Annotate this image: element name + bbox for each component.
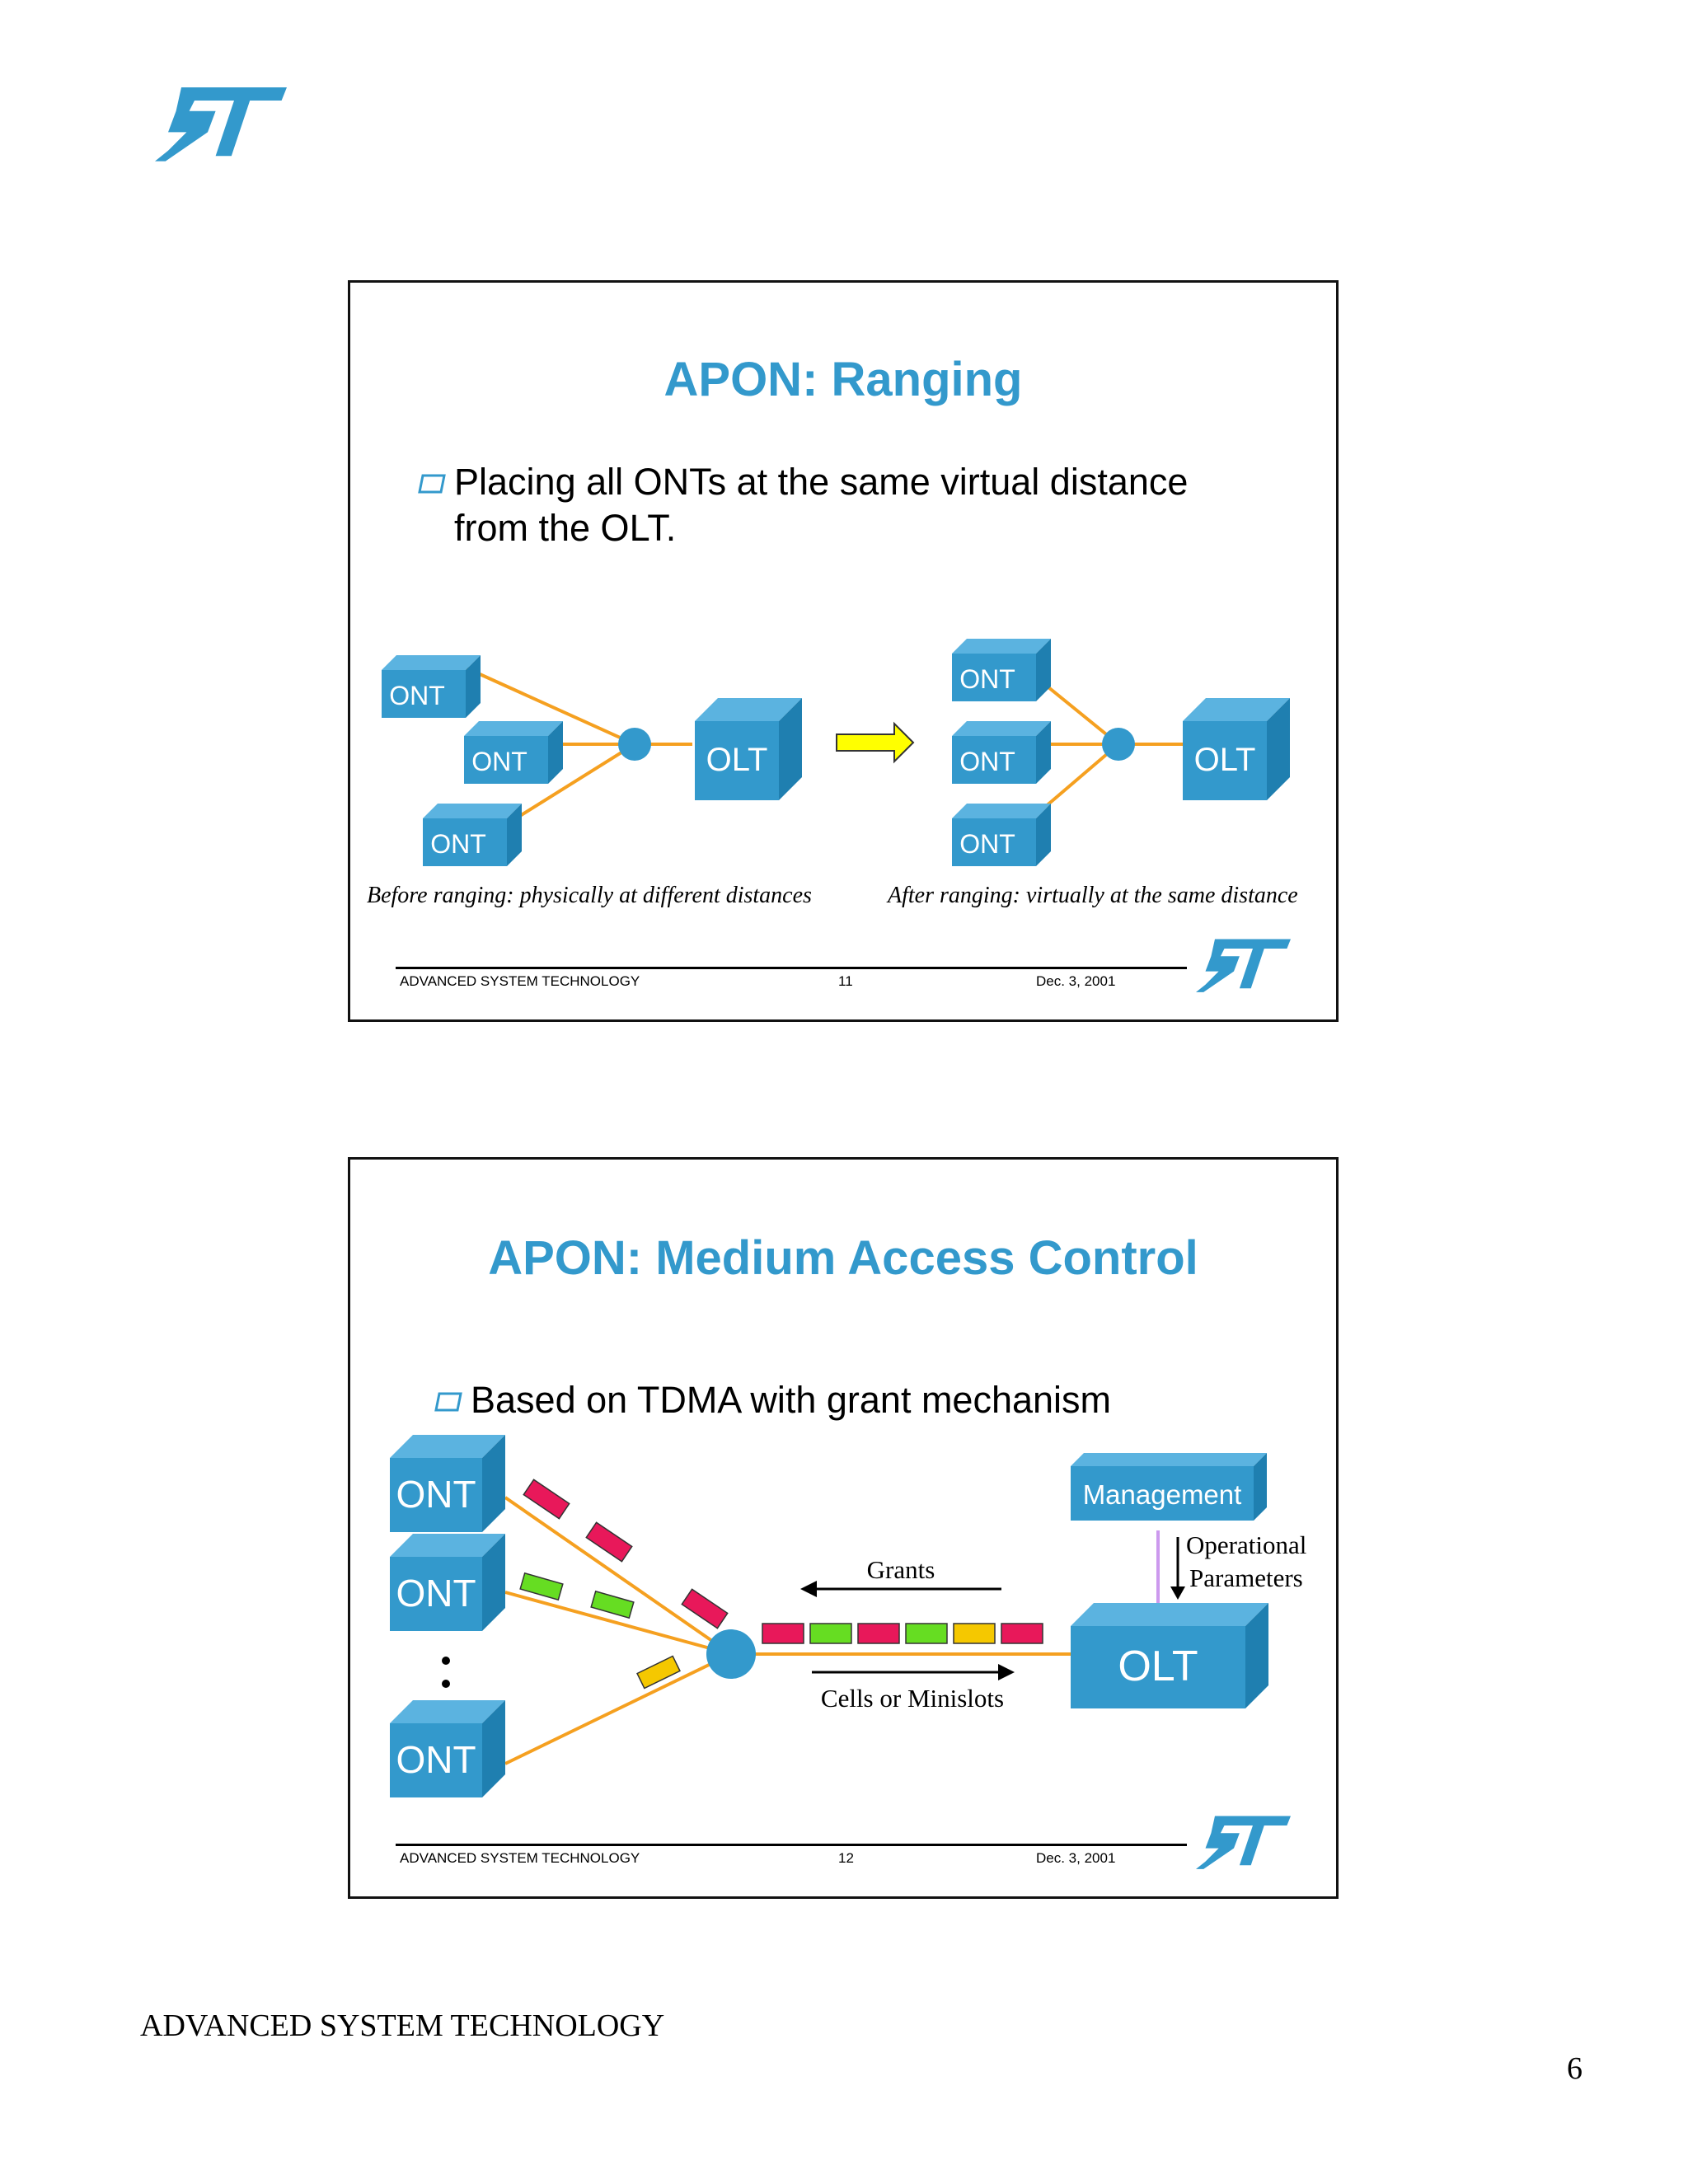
bullet-icon — [434, 1392, 462, 1412]
splitter-node — [1102, 728, 1135, 761]
yellow-arrow-icon — [836, 721, 915, 764]
ont-box: ONT — [952, 721, 1051, 784]
svg-text:ONT: ONT — [396, 1473, 476, 1516]
trunk-cell — [905, 1623, 948, 1644]
ont-box: ONT — [390, 1700, 505, 1797]
trunk-cell — [762, 1623, 804, 1644]
trunk-cell — [857, 1623, 900, 1644]
svg-text:ONT: ONT — [471, 747, 528, 776]
caption-before: Before ranging: physically at different … — [367, 883, 812, 908]
splitter-node — [706, 1629, 756, 1679]
operational-arrow-icon — [1170, 1537, 1185, 1600]
ranging-diagram: ONT ONT ONT OLT ONT — [382, 639, 1290, 866]
olt-box: OLT — [1071, 1603, 1268, 1708]
slide-mac: APON: Medium Access Control Based on TDM… — [348, 1157, 1339, 1899]
svg-text:ONT: ONT — [430, 829, 486, 859]
upstream-cell — [681, 1588, 729, 1629]
footer-date: Dec. 3, 2001 — [1036, 973, 1116, 989]
ont-box: ONT — [464, 721, 563, 784]
svg-text:OLT: OLT — [706, 742, 768, 778]
bullet-text: Based on TDMA with grant mechanism — [471, 1379, 1112, 1421]
svg-text:ONT: ONT — [396, 1572, 476, 1615]
svg-text:OLT: OLT — [1194, 742, 1256, 778]
svg-text:Operational: Operational — [1186, 1530, 1306, 1559]
svg-text:ONT: ONT — [959, 664, 1015, 694]
cells-arrow-icon — [812, 1664, 1015, 1680]
slide-ranging: APON: Ranging Placing all ONTs at the sa… — [348, 280, 1339, 1022]
page-footer: ADVANCED SYSTEM TECHNOLOGY — [140, 2008, 665, 2043]
slide-title: APON: Ranging — [663, 353, 1023, 406]
bullet-text: Placing all ONTs at the same virtual dis… — [454, 461, 1189, 549]
upstream-cell — [590, 1590, 635, 1619]
caption-after: After ranging: virtually at the same dis… — [888, 883, 1298, 908]
footer-org: ADVANCED SYSTEM TECHNOLOGY — [400, 973, 640, 989]
svg-text:ONT: ONT — [396, 1738, 476, 1781]
svg-text:ONT: ONT — [959, 747, 1015, 776]
mac-diagram: ONT ONT ONT — [390, 1435, 1306, 1797]
splitter-node — [618, 728, 651, 761]
ont-box: ONT — [382, 655, 481, 718]
upstream-cell — [636, 1655, 681, 1690]
upstream-cell — [585, 1521, 633, 1563]
ont-box: ONT — [390, 1435, 505, 1532]
svg-text:Cells or Minislots: Cells or Minislots — [821, 1684, 1004, 1713]
ont-box: ONT — [952, 804, 1051, 866]
trunk-cell — [1001, 1623, 1043, 1644]
svg-text:Management: Management — [1083, 1479, 1242, 1510]
trunk-cell — [809, 1623, 852, 1644]
st-logo-icon — [1196, 1815, 1291, 1874]
svg-text:Grants: Grants — [867, 1555, 935, 1584]
upstream-cell — [519, 1572, 564, 1601]
svg-text:OLT: OLT — [1118, 1643, 1198, 1690]
management-box: Management — [1071, 1453, 1267, 1521]
trunk-cell — [953, 1623, 996, 1644]
upstream-cell — [523, 1479, 570, 1520]
page-number: 6 — [1567, 2051, 1582, 2086]
ont-box: ONT — [423, 804, 522, 866]
svg-text:Parameters: Parameters — [1189, 1563, 1303, 1592]
olt-box: OLT — [695, 698, 802, 800]
slide-title: APON: Medium Access Control — [488, 1231, 1198, 1285]
olt-box: OLT — [1183, 698, 1290, 800]
footer-divider — [396, 967, 1187, 969]
bullet-icon — [418, 474, 446, 494]
ont-box: ONT — [390, 1534, 505, 1631]
footer-slide-number: 11 — [838, 973, 853, 989]
ont-box: ONT — [952, 639, 1051, 701]
footer-org: ADVANCED SYSTEM TECHNOLOGY — [400, 1850, 640, 1866]
st-logo-icon — [1196, 938, 1291, 997]
st-logo-icon — [155, 86, 287, 168]
svg-text:ONT: ONT — [959, 829, 1015, 859]
footer-date: Dec. 3, 2001 — [1036, 1850, 1116, 1866]
footer-slide-number: 12 — [838, 1850, 854, 1866]
footer-divider — [396, 1844, 1187, 1846]
svg-text:ONT: ONT — [389, 681, 445, 710]
grants-arrow-icon — [800, 1581, 1001, 1597]
